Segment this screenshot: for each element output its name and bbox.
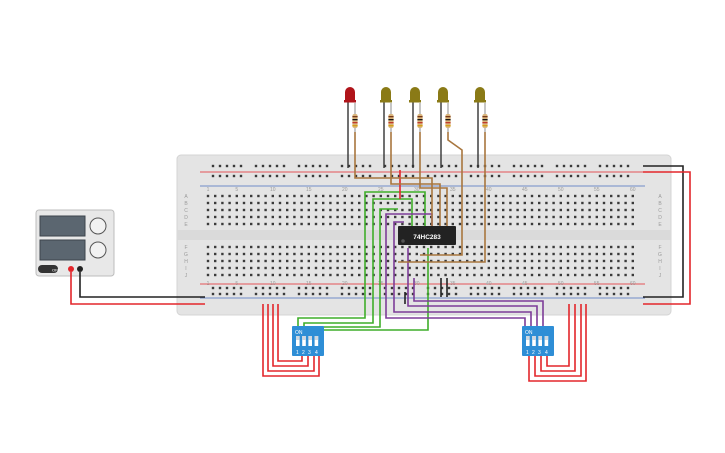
power-button-label: OFF [52, 268, 61, 273]
column-label-bottom: 25 [378, 281, 384, 287]
column-label-bottom: 45 [522, 281, 528, 287]
column-label-top: 5 [235, 187, 238, 193]
row-label: B [658, 201, 662, 207]
row-label: D [658, 215, 662, 221]
dip-left-on-label: ON [295, 330, 303, 336]
column-label-bottom: 1 [207, 281, 210, 287]
column-label-top: 40 [486, 187, 492, 193]
column-label-bottom: 5 [235, 281, 238, 287]
row-label: G [184, 252, 188, 258]
dip-left-pin-1: 1 [296, 350, 299, 356]
dip-left-pin-4: 4 [315, 350, 318, 356]
row-label: H [658, 259, 662, 265]
column-label-top: 10 [270, 187, 276, 193]
row-label: D [184, 215, 188, 221]
breadboard-holes [206, 164, 634, 296]
column-label-top: 50 [558, 187, 564, 193]
column-label-bottom: 15 [306, 281, 312, 287]
column-label-top: 30 [414, 187, 420, 193]
dip-toggle[interactable] [538, 336, 542, 346]
led-5[interactable] [474, 87, 488, 168]
column-label-top: 20 [342, 187, 348, 193]
power-terminal-black[interactable] [77, 266, 83, 272]
column-label-bottom: 35 [450, 281, 456, 287]
dip-toggle[interactable] [532, 336, 536, 346]
chip-74hc283[interactable]: 74HC283 [398, 226, 456, 245]
row-label: C [658, 208, 662, 214]
column-label-bottom: 55 [594, 281, 600, 287]
row-label: I [659, 266, 660, 272]
row-label: E [658, 222, 662, 228]
column-label-top: 45 [522, 187, 528, 193]
dip-toggle[interactable] [544, 336, 549, 346]
dip-left-pin-2: 2 [302, 350, 305, 356]
led-2[interactable] [380, 87, 394, 168]
red-switch-wires [262, 304, 587, 382]
dip-switch-left[interactable]: ON 1 2 3 4 [292, 326, 324, 356]
power-button[interactable] [38, 265, 58, 273]
dip-switch-right[interactable]: ON 1 2 3 4 [522, 326, 554, 356]
column-label-bottom: 60 [630, 281, 636, 287]
dip-right-pin-1: 1 [526, 350, 529, 356]
row-label: I [185, 266, 186, 272]
brown-wires [354, 132, 486, 263]
dip-toggle[interactable] [314, 336, 319, 346]
dip-right-pin-2: 2 [532, 350, 535, 356]
column-label-top: 35 [450, 187, 456, 193]
column-label-bottom: 10 [270, 281, 276, 287]
dip-toggle[interactable] [296, 336, 300, 346]
row-label: J [659, 273, 662, 279]
power-terminal-red[interactable] [68, 266, 74, 272]
chip-label: 74HC283 [413, 234, 441, 241]
row-label: F [658, 245, 661, 251]
row-label: C [184, 208, 188, 214]
row-label: H [184, 259, 188, 265]
power-supply[interactable]: OFF [35, 209, 115, 277]
column-label-bottom: 30 [414, 281, 420, 287]
dip-right-on-label: ON [525, 330, 533, 336]
column-label-bottom: 50 [558, 281, 564, 287]
dip-right-pin-4: 4 [545, 350, 548, 356]
row-label: A [658, 194, 662, 200]
column-label-top: 1 [207, 187, 210, 193]
led-4[interactable] [437, 87, 451, 168]
row-label: B [184, 201, 188, 207]
led-3[interactable] [409, 87, 423, 168]
dip-toggle[interactable] [308, 336, 312, 346]
row-label: F [184, 245, 187, 251]
column-label-top: 25 [378, 187, 384, 193]
leds-group [344, 87, 488, 263]
row-label: E [184, 222, 188, 228]
column-label-bottom: 40 [486, 281, 492, 287]
supply-wires [70, 165, 691, 305]
dip-left-pin-3: 3 [308, 350, 311, 356]
dip-right-pin-3: 3 [538, 350, 541, 356]
dip-toggle[interactable] [526, 336, 530, 346]
row-label: A [184, 194, 188, 200]
led-1[interactable] [344, 87, 358, 168]
column-label-top: 60 [630, 187, 636, 193]
column-label-top: 15 [306, 187, 312, 193]
column-label-top: 55 [594, 187, 600, 193]
row-label: G [658, 252, 662, 258]
dip-toggle[interactable] [302, 336, 306, 346]
column-label-bottom: 20 [342, 281, 348, 287]
row-label: J [185, 273, 188, 279]
